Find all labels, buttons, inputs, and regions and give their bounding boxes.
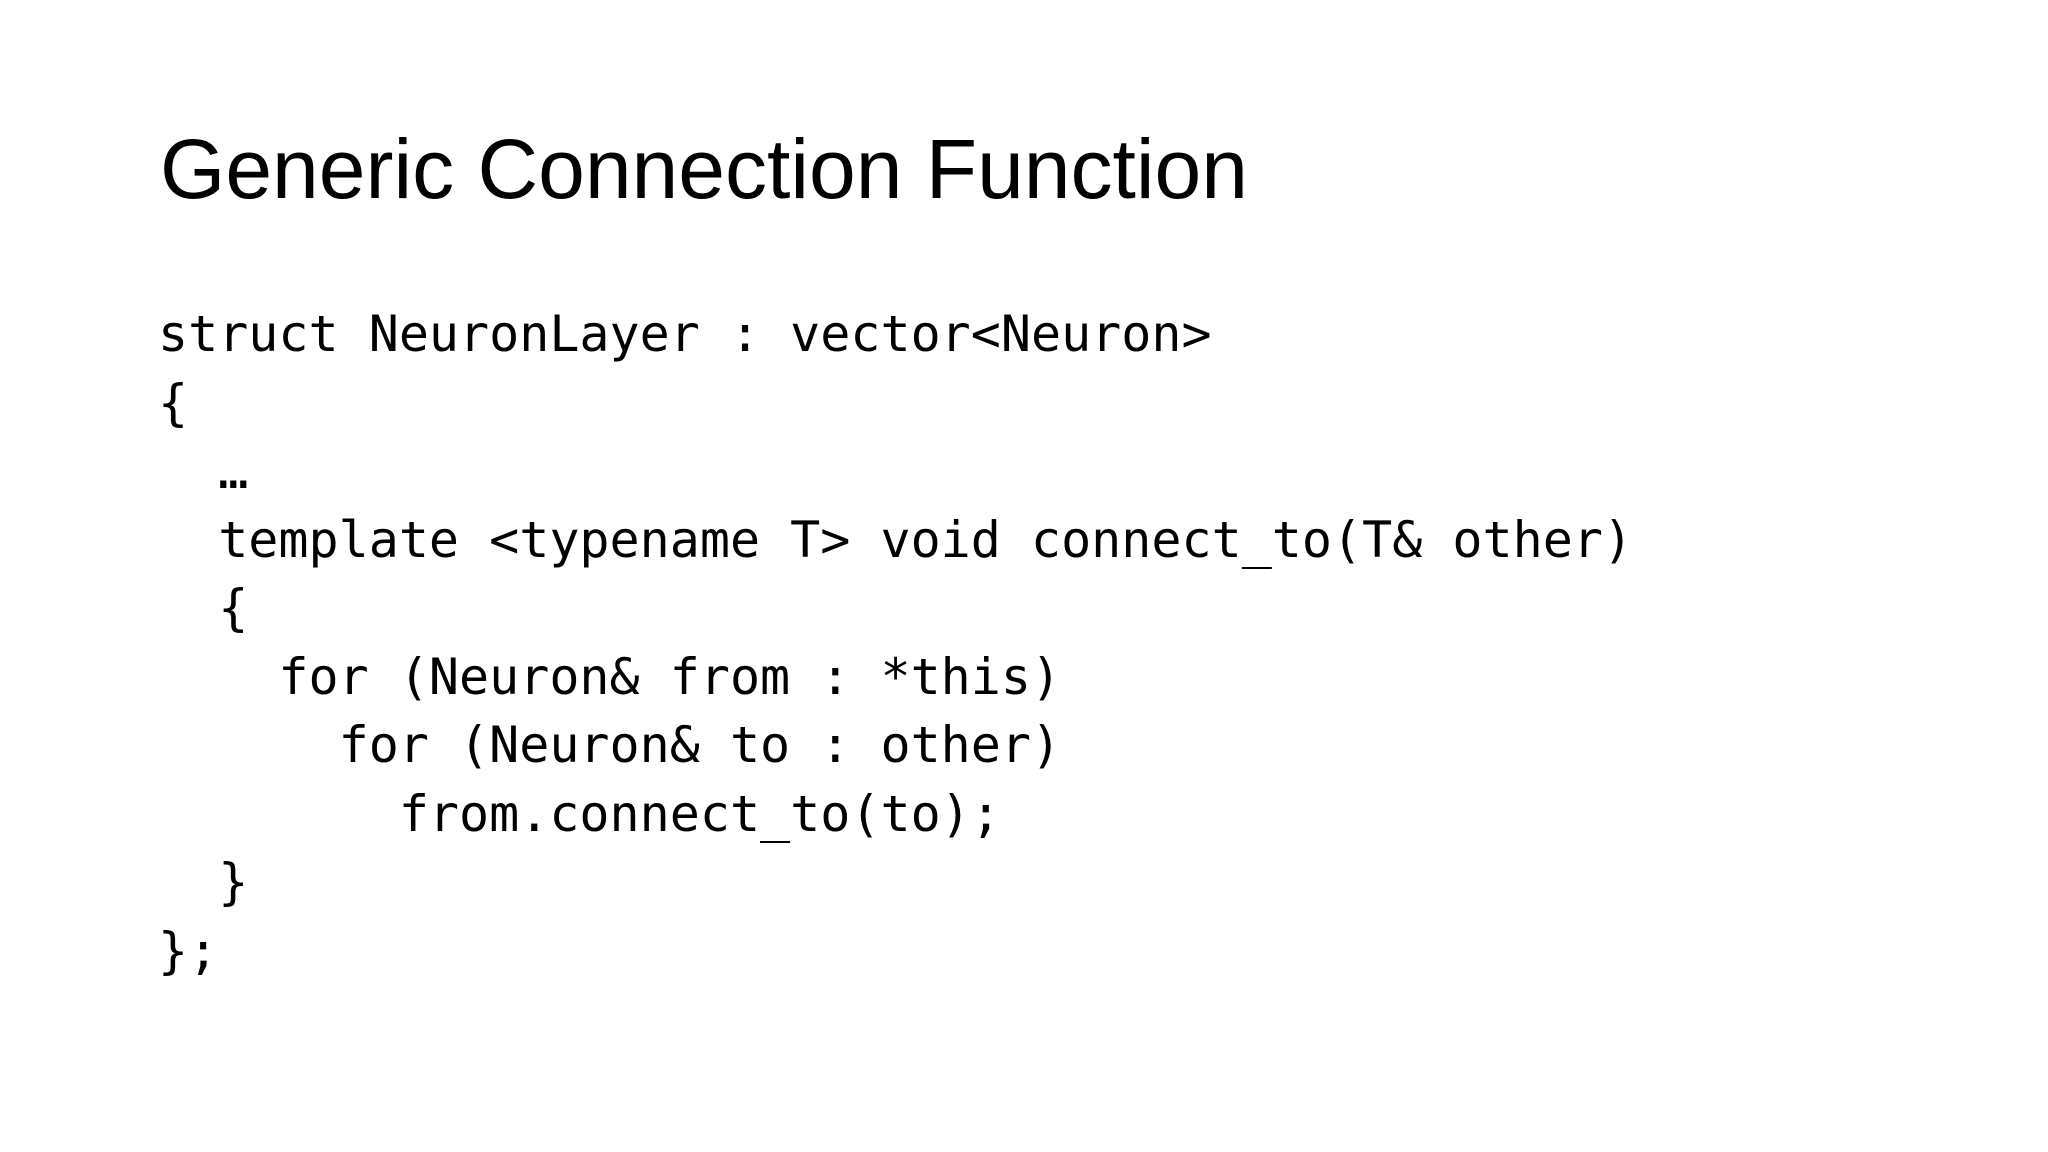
code-block: struct NeuronLayer : vector<Neuron> { … … [158,300,1633,985]
code-line: struct NeuronLayer : vector<Neuron> [158,305,1212,363]
code-line: from.connect_to(to); [158,784,1001,843]
code-line: for (Neuron& from : *this) [158,647,1062,706]
code-line: for (Neuron& to : other) [158,716,1062,774]
code-line: { [158,579,249,637]
code-line: … [158,442,249,500]
code-line: { [158,373,189,432]
slide-title: Generic Connection Function [160,122,1248,216]
code-line: template <typename T> void connect_to(T&… [158,510,1634,569]
code-line: } [158,853,249,911]
code-line: }; [158,921,219,980]
